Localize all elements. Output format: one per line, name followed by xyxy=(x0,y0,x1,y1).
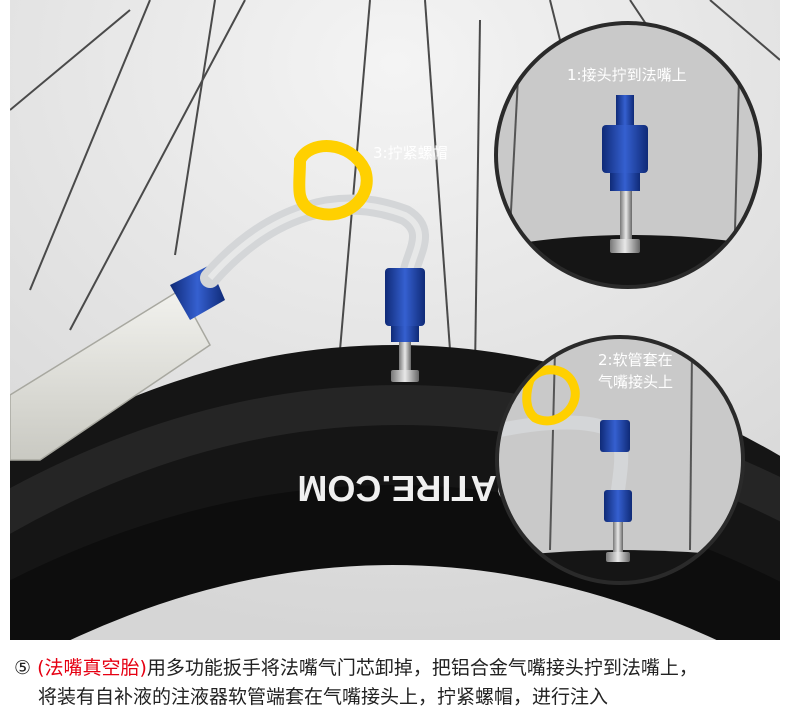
caption-line1: ⑤ (法嘴真空胎)用多功能扳手将法嘴气门芯卸掉，把铝合金气嘴接头拧到法嘴上， xyxy=(14,654,698,683)
caption-line2: 将装有自补液的注液器软管端套在气嘴接头上，拧紧螺帽，进行注入 xyxy=(38,686,609,708)
hose-clamp xyxy=(293,140,373,221)
rim xyxy=(10,385,780,535)
step2-label-line2: 气嘴接头上 xyxy=(598,373,674,391)
step-number: ⑤ xyxy=(14,657,32,679)
step3-label: 3:拧紧螺帽 xyxy=(373,144,448,162)
step2-label-line1: 2:软管套在 xyxy=(598,351,673,369)
tire-lettering: DATIRE.COM xyxy=(297,468,522,509)
inset-step1 xyxy=(494,21,762,289)
caption-line1-text: 用多功能扳手将法嘴气门芯卸掉，把铝合金气嘴接头拧到法嘴上， xyxy=(146,657,698,679)
tire-tread xyxy=(10,485,780,640)
wheel-illustration: DATIRE.COM xyxy=(10,0,780,640)
step1-label: 1:接头拧到法嘴上 xyxy=(567,66,687,84)
hose-highlight xyxy=(207,201,423,280)
product-photo: DATIRE.COM xyxy=(10,0,780,640)
caption: ⑤ (法嘴真空胎)用多功能扳手将法嘴气门芯卸掉，把铝合金气嘴接头拧到法嘴上， 将… xyxy=(0,648,790,726)
inset-step2 xyxy=(495,335,745,585)
valve-adapter xyxy=(385,268,425,382)
caption-highlight: (法嘴真空胎) xyxy=(37,657,147,679)
spokes xyxy=(10,0,780,371)
